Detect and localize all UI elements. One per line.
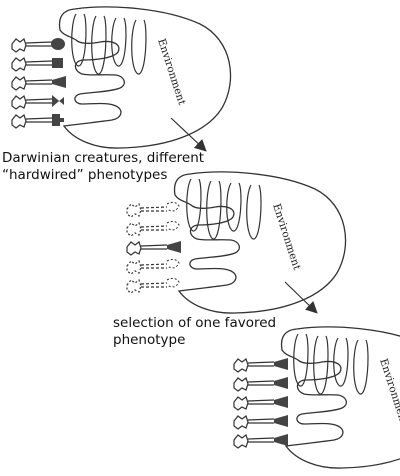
creature — [11, 95, 64, 110]
caption-darwinian-line2: “hardwired” phenotypes — [2, 167, 168, 183]
creature-stalk — [140, 244, 168, 250]
creature-head — [126, 203, 142, 218]
darwinian-stage: Environment — [11, 6, 232, 149]
creature-stalk — [140, 206, 168, 212]
environment-finger — [131, 19, 147, 75]
creature — [11, 114, 64, 129]
tip-cone — [274, 434, 288, 446]
caption-selection: selection of one favored phenotype — [113, 315, 276, 349]
caption-selection-line2: phenotype — [113, 332, 186, 348]
creature-stalk — [247, 380, 275, 386]
tip-blob — [51, 38, 65, 50]
tip-cone — [274, 415, 288, 427]
tip-square — [52, 58, 63, 68]
creature-head — [126, 241, 142, 256]
tip-open — [166, 220, 180, 231]
tip-wedge — [52, 76, 66, 88]
creature — [233, 377, 288, 392]
arrow-darwinian-to-selection — [170, 117, 207, 152]
creature — [126, 258, 180, 275]
creature-stalk — [140, 282, 168, 288]
creature-stalk — [25, 60, 53, 66]
creature — [126, 201, 180, 218]
caption-selection-line1: selection of one favored — [113, 315, 277, 331]
creature-stalk — [247, 418, 275, 424]
creature-head — [11, 38, 27, 53]
tip-cone — [274, 377, 288, 389]
creature — [233, 358, 288, 373]
environment-finger — [226, 182, 242, 232]
creature-stalk — [247, 437, 275, 443]
selection-stage: Environment — [126, 171, 347, 314]
tip-cone — [274, 396, 288, 408]
environment-finger — [91, 15, 107, 75]
creature — [126, 277, 180, 294]
creature-stalk — [140, 225, 168, 231]
tip-cone — [167, 241, 181, 253]
arrow-selection-to-replication — [284, 281, 318, 314]
tip-open — [166, 201, 180, 212]
creature — [233, 434, 288, 449]
environment-finger — [246, 184, 262, 240]
creature-stalk — [140, 263, 168, 269]
creature-stalk — [247, 361, 275, 367]
environment-finger — [333, 337, 349, 387]
tip-open — [166, 258, 180, 269]
environment-outline — [173, 171, 347, 314]
creature-stalk — [25, 41, 53, 47]
creature-head — [233, 377, 249, 392]
creature-head — [126, 279, 142, 294]
tip-cross — [52, 114, 64, 126]
environment-finger — [353, 339, 369, 395]
caption-darwinian-creatures: Darwinian creatures, different “hardwire… — [2, 150, 204, 184]
environment-finger — [111, 17, 127, 67]
creature-head — [11, 114, 27, 129]
creature-head — [233, 434, 249, 449]
environment-outline — [58, 6, 232, 149]
creature — [11, 38, 65, 53]
creature-head — [11, 57, 27, 72]
environment-finger — [71, 13, 87, 67]
creature — [126, 241, 181, 256]
tip-bowtie — [52, 95, 64, 107]
creature-stalk — [25, 79, 53, 85]
creature-head — [233, 396, 249, 411]
creature — [11, 57, 63, 72]
creature-stalk — [247, 399, 275, 405]
environment-finger — [186, 178, 202, 232]
tip-open — [166, 277, 180, 288]
creature-head — [126, 222, 142, 237]
environment-outline — [280, 326, 400, 469]
creature-head — [11, 76, 27, 91]
caption-darwinian-line1: Darwinian creatures, different — [2, 150, 205, 166]
creature-stalk — [25, 98, 53, 104]
environment-finger — [206, 180, 222, 240]
environment-finger — [293, 333, 309, 387]
creature — [233, 396, 288, 411]
creature-stalk — [25, 117, 53, 123]
creature-head — [126, 260, 142, 275]
environment-finger — [313, 335, 329, 395]
creature-head — [11, 95, 27, 110]
tip-cone — [274, 358, 288, 370]
replicated-stage: Environment — [233, 326, 400, 469]
creature — [11, 76, 66, 91]
creature-head — [233, 358, 249, 373]
creature — [233, 415, 288, 430]
creature-head — [233, 415, 249, 430]
creature — [126, 220, 180, 237]
